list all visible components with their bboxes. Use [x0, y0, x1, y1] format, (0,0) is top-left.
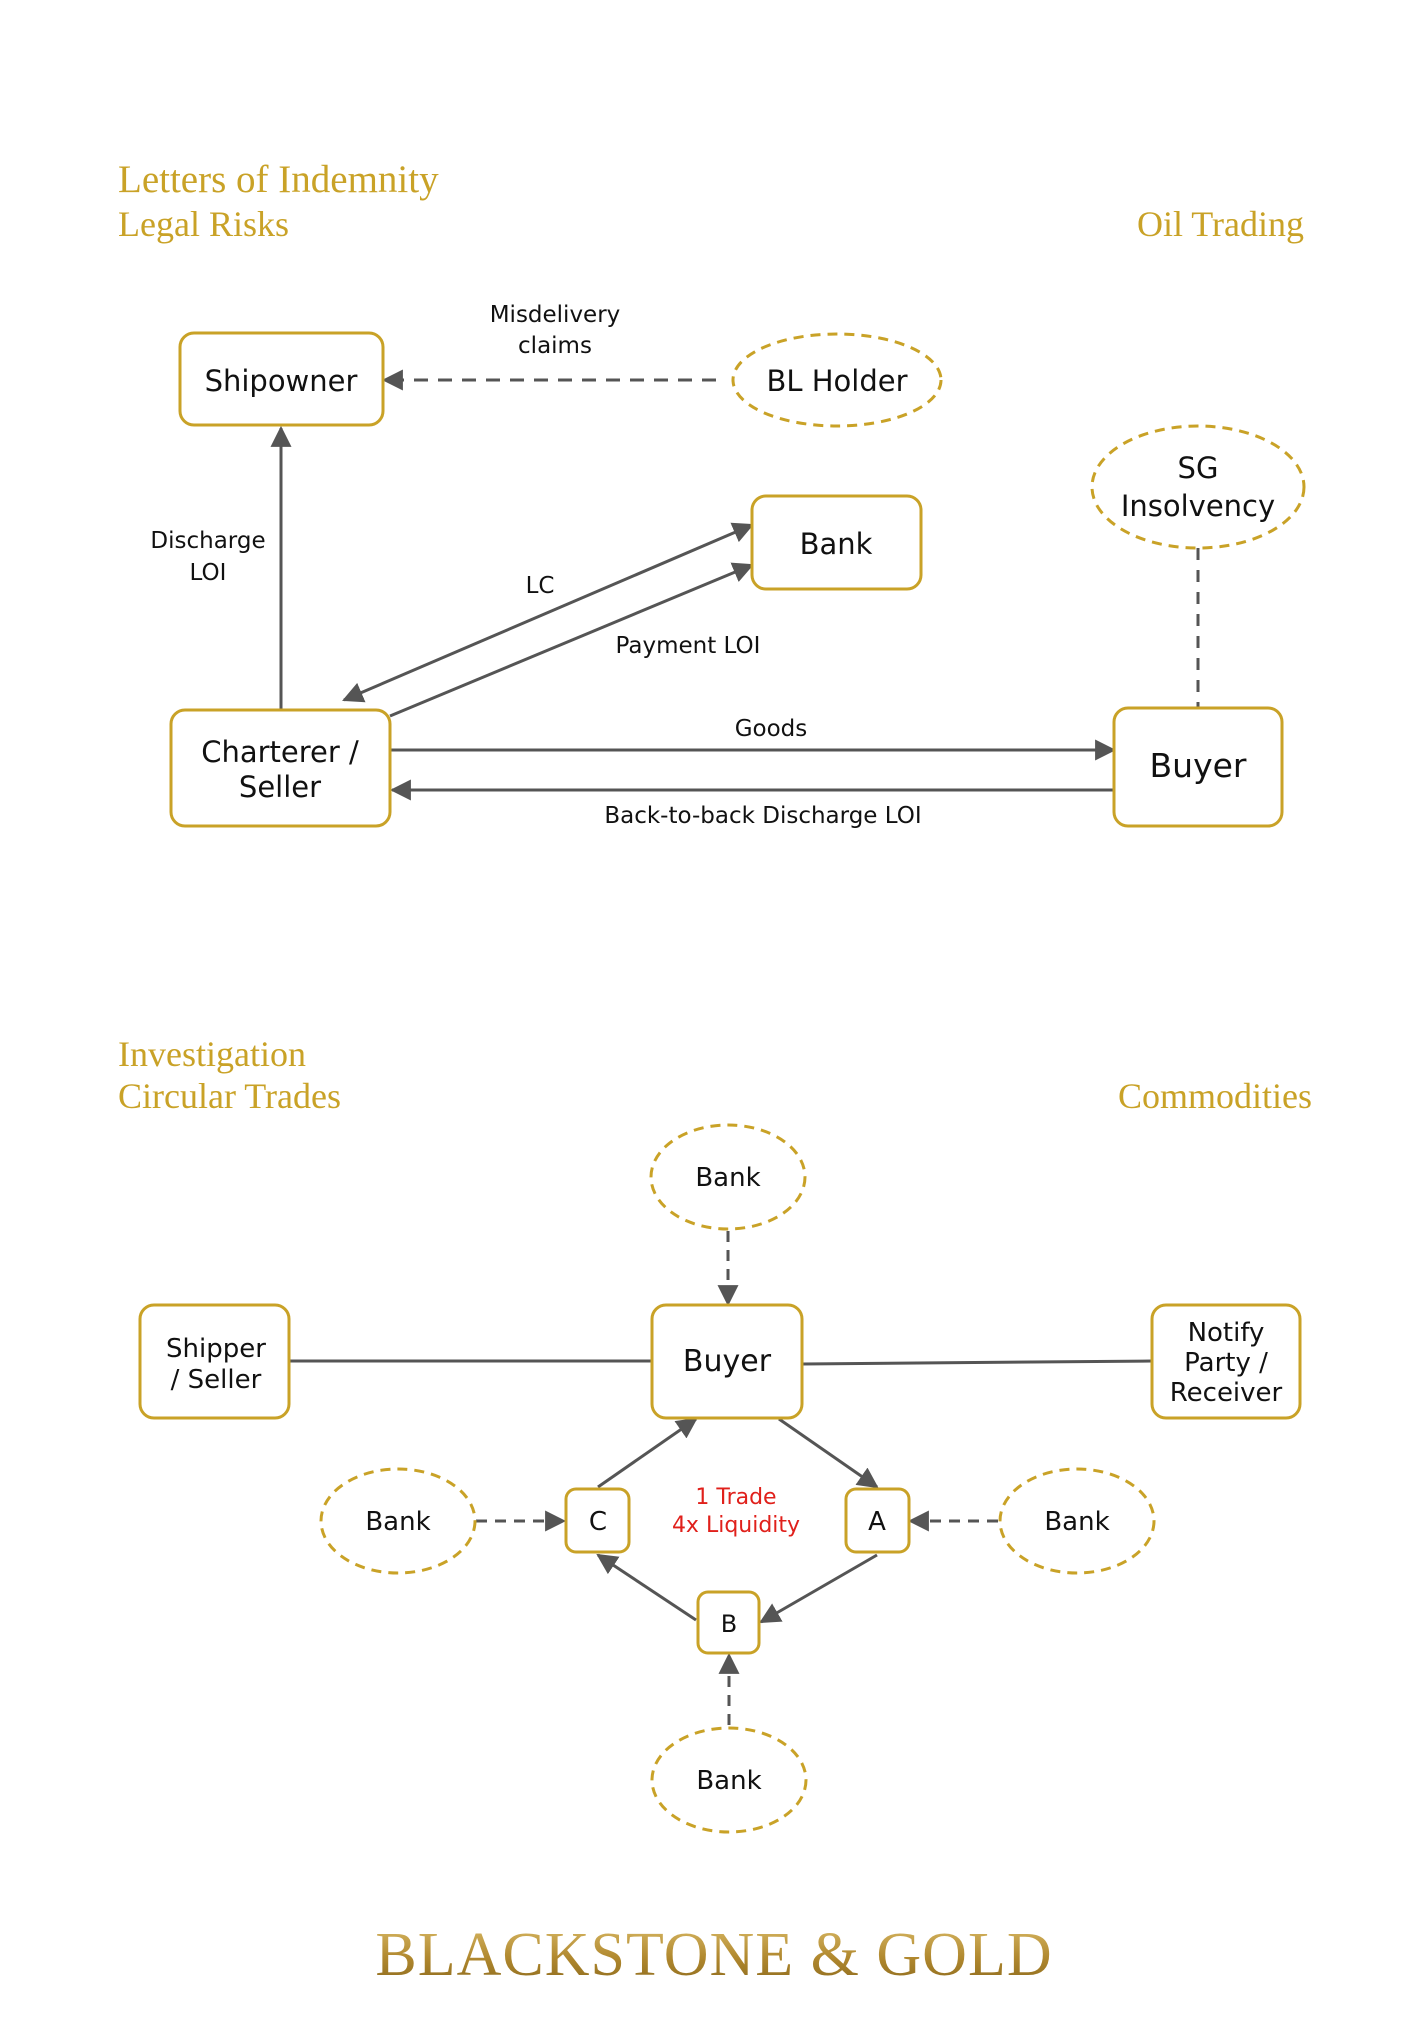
- b-node: B: [696, 1590, 761, 1655]
- buyer-to-a-arrow: [778, 1417, 879, 1489]
- bank-right-node: Bank: [998, 1467, 1156, 1575]
- section1-edges: [270, 369, 1200, 801]
- a-label: A: [868, 1507, 886, 1537]
- bank-left-node: Bank: [319, 1467, 477, 1575]
- misdelivery-label-line1: Misdelivery: [490, 302, 621, 328]
- footer-logo: BLACKSTONE & GOLD: [0, 1924, 1428, 1986]
- payment-loi-label: Payment LOI: [616, 633, 761, 659]
- sg-label-line1: SG: [1178, 451, 1219, 485]
- c-label: C: [589, 1507, 607, 1537]
- bank-right-label: Bank: [1044, 1507, 1109, 1537]
- shipowner-label: Shipowner: [205, 364, 358, 398]
- bank-bottom-label: Bank: [696, 1766, 761, 1796]
- center-label-line1: 1 Trade: [695, 1485, 776, 1510]
- bank-node: Bank: [750, 494, 923, 591]
- payment-loi-arrow: [389, 562, 754, 718]
- b-label: B: [721, 1610, 737, 1638]
- bank-left-label: Bank: [365, 1507, 430, 1537]
- goods-label: Goods: [735, 716, 808, 742]
- a-to-b-arrow: [759, 1553, 878, 1624]
- bank-bottom-node: Bank: [650, 1726, 808, 1834]
- section1-title: Letters of Indemnity: [118, 158, 439, 201]
- bank-top-node: Bank: [649, 1123, 807, 1231]
- lc-label: LC: [526, 573, 555, 599]
- shipowner-node: Shipowner: [178, 331, 385, 427]
- bank-top-label: Bank: [695, 1163, 760, 1193]
- lc-arrow: [342, 522, 754, 703]
- b2b-discharge-loi-label: Back-to-back Discharge LOI: [604, 803, 921, 829]
- notify-label-line2: Party /: [1184, 1348, 1268, 1378]
- bank-label: Bank: [800, 527, 873, 561]
- shipper-seller-node: Shipper / Seller: [138, 1303, 291, 1420]
- notify-label-line1: Notify: [1188, 1318, 1265, 1348]
- sg-insolvency-node: SG Insolvency: [1090, 424, 1306, 550]
- section2-edges: [289, 1231, 1153, 1725]
- buyer-notify-link: [802, 1359, 1153, 1366]
- charterer-label-line2: Seller: [239, 770, 321, 804]
- notify-label-line3: Receiver: [1170, 1378, 1283, 1408]
- section2-category: Commodities: [1117, 1076, 1312, 1116]
- misdelivery-label-line2: claims: [518, 333, 592, 359]
- discharge-label-line1: Discharge: [150, 528, 265, 554]
- buyer2-node: Buyer: [650, 1303, 804, 1420]
- sg-label-line2: Insolvency: [1121, 489, 1275, 523]
- bl-holder-node: BL Holder: [731, 332, 943, 428]
- bl-holder-label: BL Holder: [766, 364, 907, 398]
- discharge-label-line2: LOI: [190, 560, 227, 586]
- c-node: C: [564, 1487, 631, 1554]
- buyer-label: Buyer: [1150, 746, 1247, 785]
- b-to-c-arrow: [596, 1553, 697, 1622]
- section2-subtitle: Circular Trades: [118, 1076, 341, 1116]
- shipper-label-line1: Shipper: [166, 1334, 266, 1364]
- a-node: A: [844, 1487, 911, 1554]
- buyer-node: Buyer: [1112, 706, 1284, 828]
- c-to-buyer-arrow: [597, 1417, 698, 1489]
- charterer-label-line1: Charterer /: [201, 735, 359, 769]
- section2-title: Investigation: [118, 1034, 306, 1074]
- section1-category: Oil Trading: [1136, 204, 1304, 244]
- shipper-label-line2: / Seller: [171, 1365, 262, 1395]
- buyer2-label: Buyer: [683, 1344, 772, 1379]
- center-label-line2: 4x Liquidity: [672, 1513, 800, 1538]
- charterer-seller-node: Charterer / Seller: [169, 708, 392, 828]
- section1-subtitle: Legal Risks: [118, 204, 289, 244]
- notify-party-node: Notify Party / Receiver: [1150, 1303, 1302, 1420]
